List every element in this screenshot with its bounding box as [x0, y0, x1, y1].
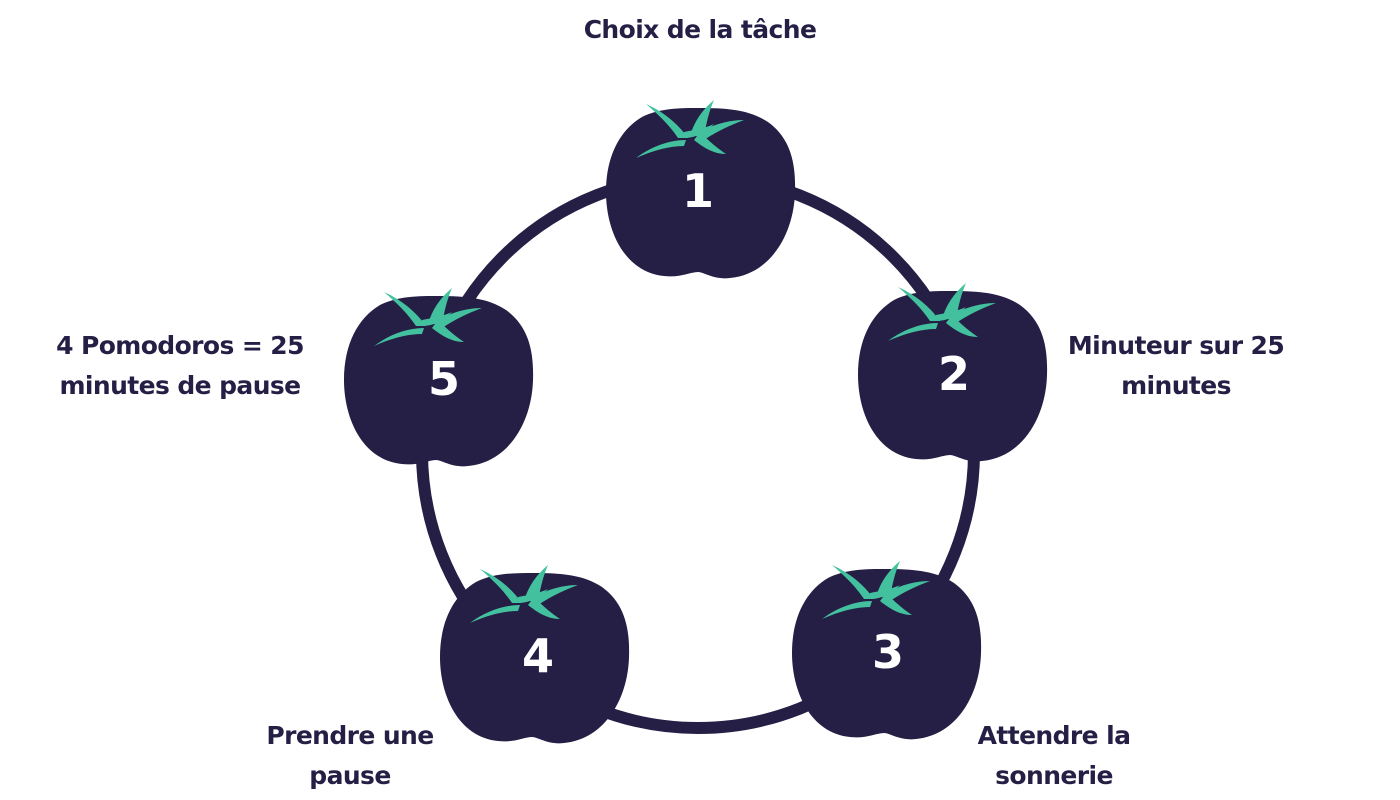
step-4-number: 4	[522, 629, 554, 683]
leaf-icon	[888, 283, 996, 341]
step-4-label: Prendre une pause	[266, 721, 434, 790]
step-3-label: Attendre la sonnerie	[977, 721, 1131, 790]
leaf-icon	[470, 565, 578, 623]
step-3-number: 3	[872, 625, 904, 679]
step-5-label: 4 Pomodoros = 25 minutes de pause	[56, 331, 304, 400]
leaf-icon	[374, 288, 482, 346]
step-1-tomato: 1	[606, 100, 796, 279]
step-1-number: 1	[682, 164, 714, 218]
step-5-number: 5	[428, 352, 460, 406]
leaf-icon	[822, 561, 930, 619]
step-3-tomato: 3	[792, 561, 982, 740]
step-2-label: Minuteur sur 25 minutes	[1067, 331, 1285, 400]
leaf-icon	[636, 100, 744, 158]
step-1-label: Choix de la tâche	[583, 15, 817, 44]
step-4-tomato: 4	[440, 565, 630, 744]
step-5-tomato: 5	[344, 288, 534, 467]
step-2-tomato: 2	[858, 283, 1048, 462]
step-2-number: 2	[938, 347, 970, 401]
